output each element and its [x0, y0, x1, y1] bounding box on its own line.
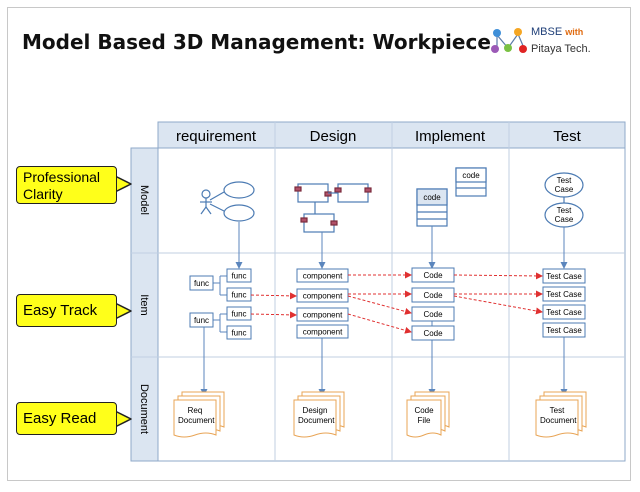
- func-box: [189, 275, 214, 291]
- code-box: [411, 325, 455, 341]
- code-label: Code: [423, 271, 443, 280]
- func-label: func: [194, 316, 209, 325]
- component-label: component: [303, 328, 343, 337]
- code-file-label: Code File: [414, 406, 434, 425]
- callout-pointer: [114, 302, 132, 320]
- callout-line: Easy Read: [23, 410, 97, 427]
- req-document-icon: [173, 391, 225, 438]
- test-case-box: [542, 322, 586, 338]
- test-case-model-label: Test Case: [554, 206, 574, 224]
- func-label: func: [231, 329, 246, 338]
- func-label: func: [194, 279, 209, 288]
- column-header-requirement: requirement: [176, 128, 257, 145]
- test-case-box: [542, 304, 586, 320]
- test-document-label: Test Document: [540, 406, 577, 425]
- code-label: Code: [423, 329, 443, 338]
- row-header-document: Document: [138, 384, 150, 434]
- func-label: func: [231, 310, 246, 319]
- use-case-diagram-icon: [200, 181, 255, 222]
- component-box: [296, 288, 349, 303]
- design-document-icon: [293, 391, 345, 438]
- code-label: Code: [423, 310, 443, 319]
- column-header-implement: Implement: [415, 128, 486, 145]
- page-title: Model Based 3D Management: Workpiece: [22, 30, 491, 54]
- func-label: func: [231, 291, 246, 300]
- func-box: [189, 312, 214, 328]
- code-class-label-b: code: [423, 193, 441, 202]
- callout-pointer: [114, 175, 132, 193]
- func-label: func: [231, 272, 246, 281]
- component-label: component: [303, 292, 343, 301]
- req-document-label: Req Document: [178, 406, 215, 425]
- callout-easy-read: Easy Read: [16, 402, 117, 435]
- row-header-item: Item: [138, 294, 150, 315]
- test-case-box: [542, 268, 586, 284]
- column-header-test: Test: [553, 128, 581, 145]
- component-label: component: [303, 311, 343, 320]
- callout-professional-clarity: Professional Clarity: [16, 166, 117, 204]
- component-label: component: [303, 272, 343, 281]
- code-file-icon: [406, 391, 450, 438]
- callout-pointer: [114, 410, 132, 428]
- code-box: [411, 306, 455, 322]
- test-case-box: [542, 286, 586, 302]
- code-box: [411, 287, 455, 303]
- column-header-design: Design: [310, 128, 357, 145]
- callout-line: Clarity: [23, 186, 63, 202]
- code-label: Code: [423, 291, 443, 300]
- logo-line-2: Pitaya Tech.: [531, 43, 591, 55]
- code-class-icon: [416, 167, 487, 227]
- test-case-label: Test Case: [546, 272, 582, 281]
- func-box: [226, 287, 252, 302]
- func-box: [226, 325, 252, 340]
- callout-easy-track: Easy Track: [16, 294, 117, 327]
- callout-line: Easy Track: [23, 302, 98, 319]
- func-box: [226, 306, 252, 321]
- logo-line-1: MBSE with: [531, 26, 584, 38]
- func-box: [226, 268, 252, 283]
- test-case-label: Test Case: [546, 290, 582, 299]
- test-case-label: Test Case: [546, 326, 582, 335]
- test-case-label: Test Case: [546, 308, 582, 317]
- test-case-model-label: Test Case: [554, 176, 574, 194]
- component-box: [296, 324, 349, 339]
- slide-frame: [7, 7, 631, 481]
- trace-links: [250, 271, 543, 334]
- design-document-label: Design Document: [298, 406, 335, 425]
- row-header-model: Model: [138, 185, 150, 215]
- test-document-icon: [535, 391, 587, 438]
- callout-line: Professional: [23, 169, 101, 185]
- component-diagram-icon: [294, 183, 372, 233]
- code-class-label-a: code: [462, 171, 480, 180]
